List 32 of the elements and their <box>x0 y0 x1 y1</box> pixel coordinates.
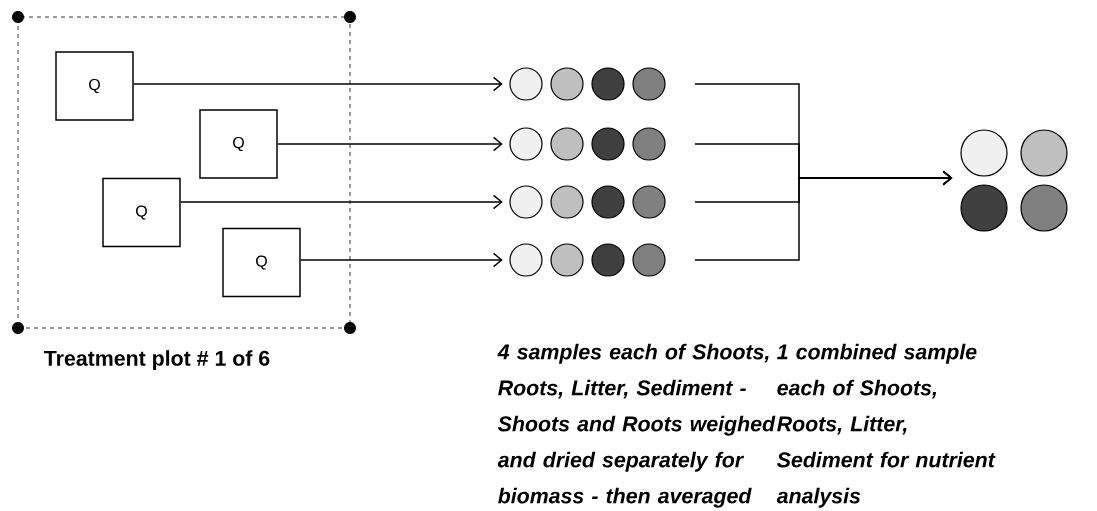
note-text: 4 samples each of Shoots, Roots, Litter, Sediment - Shoots and Roots weighed and dried separately for biomass - then averaged <box>497 343 776 508</box>
plot-caption: Treatment plot # 1 of 6 <box>44 350 270 371</box>
note-text: 1 combined sample each of Shoots, Roots, Litter, Sediment for nutrient analysis <box>776 343 996 508</box>
sample-circle <box>632 243 666 277</box>
sample-circle <box>550 185 584 219</box>
arrow <box>300 252 503 268</box>
sample-circle <box>509 127 543 161</box>
sample-circle <box>509 67 543 101</box>
sample-circle <box>550 127 584 161</box>
arrow <box>277 136 503 152</box>
arrow <box>133 76 503 92</box>
sample-circle <box>591 67 625 101</box>
sample-circle <box>1020 184 1068 232</box>
sample-circle <box>632 67 666 101</box>
sample-circle <box>591 243 625 277</box>
sample-circle <box>509 243 543 277</box>
quadrat-box: Q <box>199 109 278 179</box>
sample-circle <box>632 127 666 161</box>
sample-circle <box>960 184 1008 232</box>
arrow <box>180 194 503 210</box>
sample-circle <box>960 129 1008 177</box>
sample-circle <box>1020 129 1068 177</box>
sample-circle <box>550 243 584 277</box>
sample-circle <box>632 185 666 219</box>
sample-circle <box>591 127 625 161</box>
quadrat-box: Q <box>222 227 301 298</box>
merge-arrow <box>694 170 953 261</box>
sample-circle <box>509 185 543 219</box>
quadrat-box: Q <box>102 177 181 248</box>
sample-circle <box>591 185 625 219</box>
sample-circle <box>550 67 584 101</box>
quadrat-box: Q <box>55 51 134 121</box>
